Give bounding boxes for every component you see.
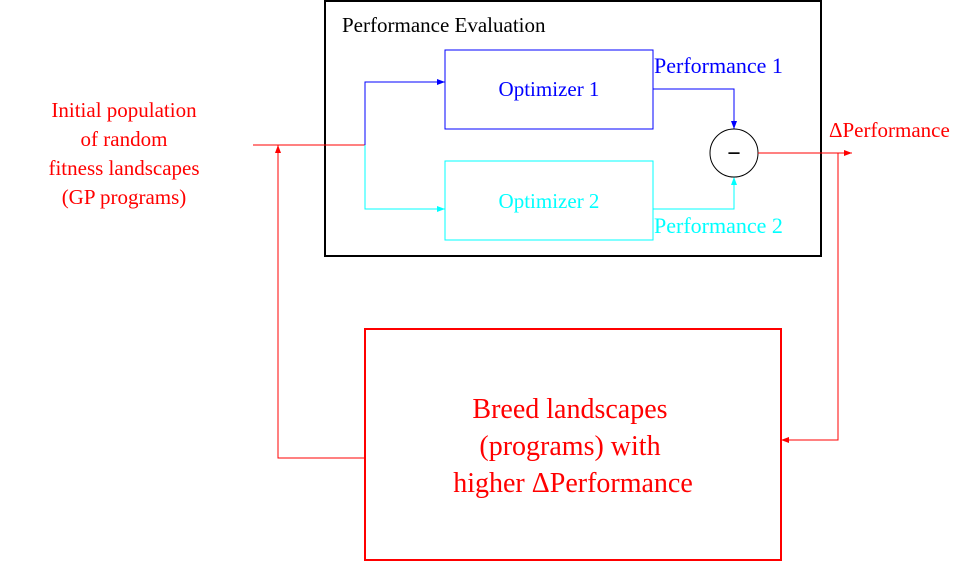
optimizer2-input-arrow	[364, 145, 445, 212]
svg-text:Initial population: Initial population	[51, 98, 197, 122]
optimizer2-box	[444, 160, 654, 241]
input-label: Initial population of random fitness lan…	[48, 98, 199, 209]
optimizer2-label: Optimizer 2	[499, 189, 600, 213]
performance2-arrow	[653, 177, 737, 210]
performance1-arrow	[653, 88, 737, 129]
performance2-label: Performance 2	[654, 213, 783, 238]
svg-text:higher ΔPerformance: higher ΔPerformance	[453, 468, 693, 499]
performance-evaluation-title: Performance Evaluation	[342, 13, 546, 37]
minus-icon: −	[727, 141, 741, 167]
feedback-to-breed-arrow	[781, 153, 839, 443]
svg-text:(GP programs): (GP programs)	[62, 185, 187, 209]
svg-text:(programs) with: (programs) with	[479, 431, 660, 462]
optimizer1-input-arrow	[364, 79, 445, 145]
svg-text:Breed landscapes: Breed landscapes	[472, 394, 667, 425]
breed-label: Breed landscapes (programs) with higher …	[453, 394, 693, 499]
delta-performance-label: ΔPerformance	[829, 118, 950, 142]
svg-text:of random: of random	[81, 127, 168, 151]
feedback-to-input-arrow	[275, 145, 365, 459]
optimizer1-label: Optimizer 1	[499, 77, 600, 101]
svg-text:fitness landscapes: fitness landscapes	[48, 156, 199, 180]
breed-box	[364, 328, 782, 561]
performance1-label: Performance 1	[654, 53, 783, 78]
performance-evaluation-box	[324, 0, 822, 257]
